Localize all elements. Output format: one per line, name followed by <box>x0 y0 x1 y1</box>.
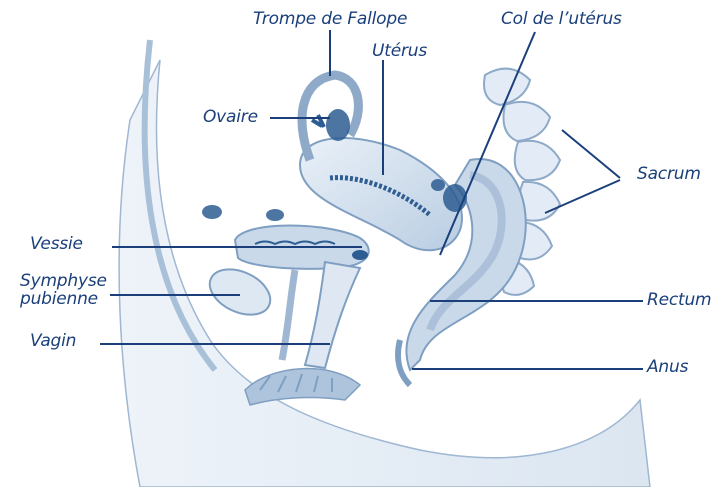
label-col-de-l-uterus: Col de l’utérus <box>501 10 622 28</box>
label-ovaire: Ovaire <box>203 108 258 126</box>
label-rectum: Rectum <box>647 291 711 309</box>
vagina <box>305 262 360 368</box>
pubic-symphysis <box>203 260 278 323</box>
label-symphyse-pubienne: Symphyse pubienne <box>20 272 150 308</box>
body-silhouette <box>119 60 650 487</box>
label-uterus: Utérus <box>372 42 427 60</box>
label-vagin: Vagin <box>30 332 76 350</box>
label-symphyse-line1: Symphyse <box>20 272 150 290</box>
label-anus: Anus <box>647 358 688 376</box>
label-trompe-de-fallope: Trompe de Fallope <box>253 10 407 28</box>
label-vessie: Vessie <box>30 235 83 253</box>
label-symphyse-line2: pubienne <box>20 290 150 308</box>
label-sacrum: Sacrum <box>637 165 701 183</box>
leader-sacrum-top <box>562 130 620 178</box>
ovary <box>326 109 350 141</box>
